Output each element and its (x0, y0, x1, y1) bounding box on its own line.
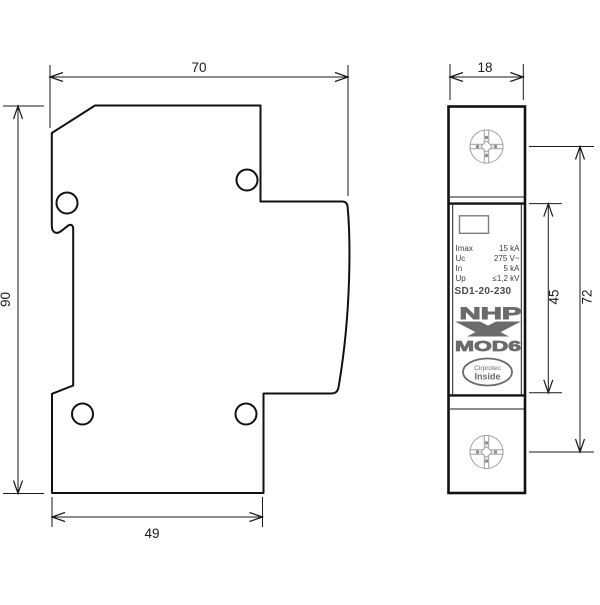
screw-wing-left (475, 144, 480, 149)
dim-45-label: 45 (547, 289, 562, 304)
dim-90: 90 (0, 104, 44, 496)
dim-72: 72 (529, 144, 595, 454)
dim-72-label: 72 (580, 289, 595, 304)
cirprotec-badge: Cirprotec Inside (462, 357, 513, 387)
dim-45-arrow-bottom (543, 379, 554, 395)
dim-49-label: 49 (144, 526, 159, 541)
dim-49-arrow-left (50, 511, 66, 523)
dim-49: 49 (50, 497, 265, 541)
screw-wing-top (484, 441, 489, 445)
dim-70-arrow-right (334, 71, 350, 83)
spec-value-in: 5 kA (503, 264, 520, 273)
screw-wing-right (493, 450, 498, 454)
dim-70: 70 (48, 60, 350, 196)
spec-value-up: ≤1,2 kV (492, 274, 520, 283)
dim-70-arrow-left (48, 71, 64, 83)
screw-wing-left (475, 450, 480, 454)
dim-90-label: 90 (0, 292, 13, 307)
screw-center-diamond (480, 140, 493, 153)
dim-18-arrow-left (448, 71, 464, 83)
model-number: SD1-20-230 (455, 286, 512, 297)
cirprotec-badge-oval (462, 357, 513, 387)
side-view-hole-bottom-right (234, 402, 258, 426)
spec-name-imax: Imax (456, 244, 473, 253)
side-view-hole-top-right (235, 168, 259, 192)
screw-wing-right (493, 144, 498, 149)
nhp-bowtie-icon (455, 321, 521, 337)
spec-value-uc: 275 V~ (494, 254, 520, 263)
screw-wing-bottom (484, 153, 489, 158)
nhp-logo: NHP (460, 305, 522, 323)
dim-45-arrow-top (543, 201, 554, 217)
screw-icon-top (469, 129, 504, 164)
dim-49-arrow-right (249, 511, 265, 523)
side-view (50, 104, 351, 494)
dim-18-label: 18 (477, 60, 492, 75)
dim-72-arrow-top (574, 144, 586, 160)
dim-70-label: 70 (191, 60, 206, 75)
dim-45: 45 (529, 201, 562, 395)
side-view-hole-top-left (55, 191, 79, 215)
spec-value-imax: 15 kA (499, 244, 520, 253)
cirprotec-badge-line1: Cirprotec (474, 365, 501, 372)
dim-18: 18 (448, 60, 526, 100)
spec-name-in: In (456, 264, 463, 273)
cirprotec-badge-line2: Inside (474, 372, 500, 382)
dim-90-arrow-bottom (12, 480, 24, 496)
screw-icon-bottom (469, 435, 504, 469)
side-view-outline (50, 104, 351, 494)
status-window (458, 215, 490, 235)
dim-72-arrow-bottom (574, 438, 586, 454)
front-view-body (447, 105, 527, 495)
product-label: Imax 15 kA Uc 275 V~ In 5 kA Up ≤1,2 kV … (455, 215, 522, 387)
screw-center-diamond (480, 445, 493, 459)
dim-18-arrow-right (510, 71, 526, 83)
spec-name-uc: Uc (456, 254, 466, 263)
spec-name-up: Up (456, 274, 467, 283)
screw-wing-top (484, 135, 489, 140)
mod6-logo: MOD6 (455, 339, 521, 355)
side-view-hole-bottom-left (71, 402, 94, 426)
front-view: Imax 15 kA Uc 275 V~ In 5 kA Up ≤1,2 kV … (447, 105, 527, 495)
dim-90-arrow-top (12, 104, 24, 120)
screw-wing-bottom (484, 459, 489, 463)
